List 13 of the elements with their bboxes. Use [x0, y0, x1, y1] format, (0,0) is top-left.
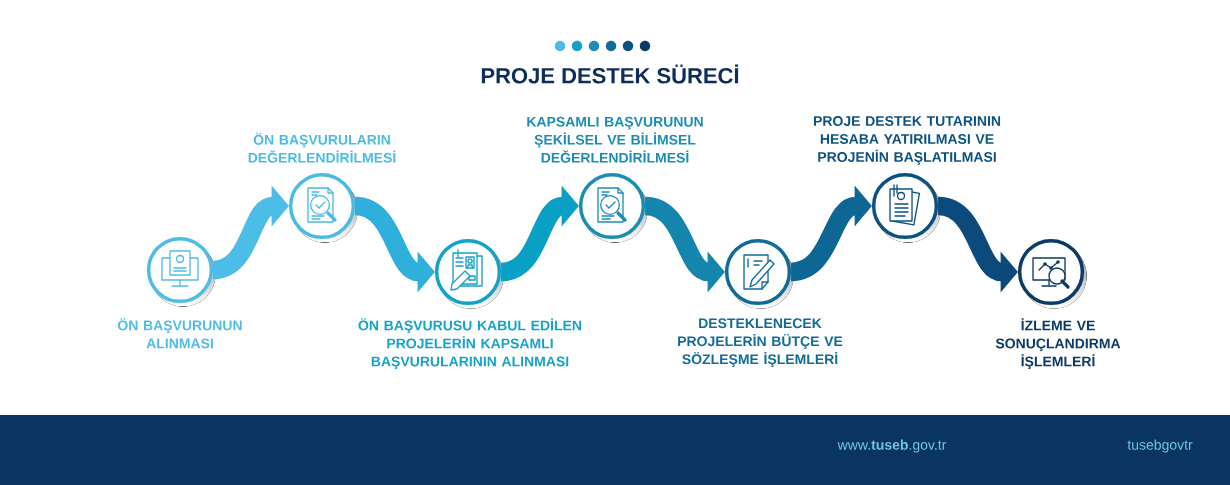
step-label: PROJE DESTEK TUTARININ HESABA YATIRILMASI VE PROJENİN BAŞLATILMASI: [813, 116, 1001, 165]
step-label: ÖN BAŞVURUSU KABUL EDİLEN PROJELERİN KAPSAMLI BAŞVURULARININ ALINMASI: [358, 318, 582, 370]
curved-arrow: [789, 185, 872, 282]
title: PROJE DESTEK SÜRECİ: [481, 64, 739, 84]
step-label: DESTEKLENECEK PROJELERİN BÜTÇE VE SÖZLEŞME İŞLEMLERİ: [678, 318, 843, 367]
curved-arrow: [211, 185, 289, 280]
social-handle: tusebgovtr: [1127, 439, 1193, 453]
web-address: www.tuseb.gov.tr: [837, 439, 947, 453]
step-label: ÖN BAŞVURUNUN ALINMASI: [117, 318, 242, 349]
step-label: İZLEME VE SONUÇLANDIRMA İŞLEMLERİ: [995, 318, 1121, 370]
step-label: ÖN BAŞVURULARIN DEĞERLENDİRİLMESİ: [248, 132, 396, 163]
step-label: KAPSAMLI BAŞVURUNUN ŞEKİLSEL VE BİLİMSEL DEĞERLENDİRİLMESİ: [527, 116, 703, 163]
curved-arrow: [499, 185, 579, 282]
